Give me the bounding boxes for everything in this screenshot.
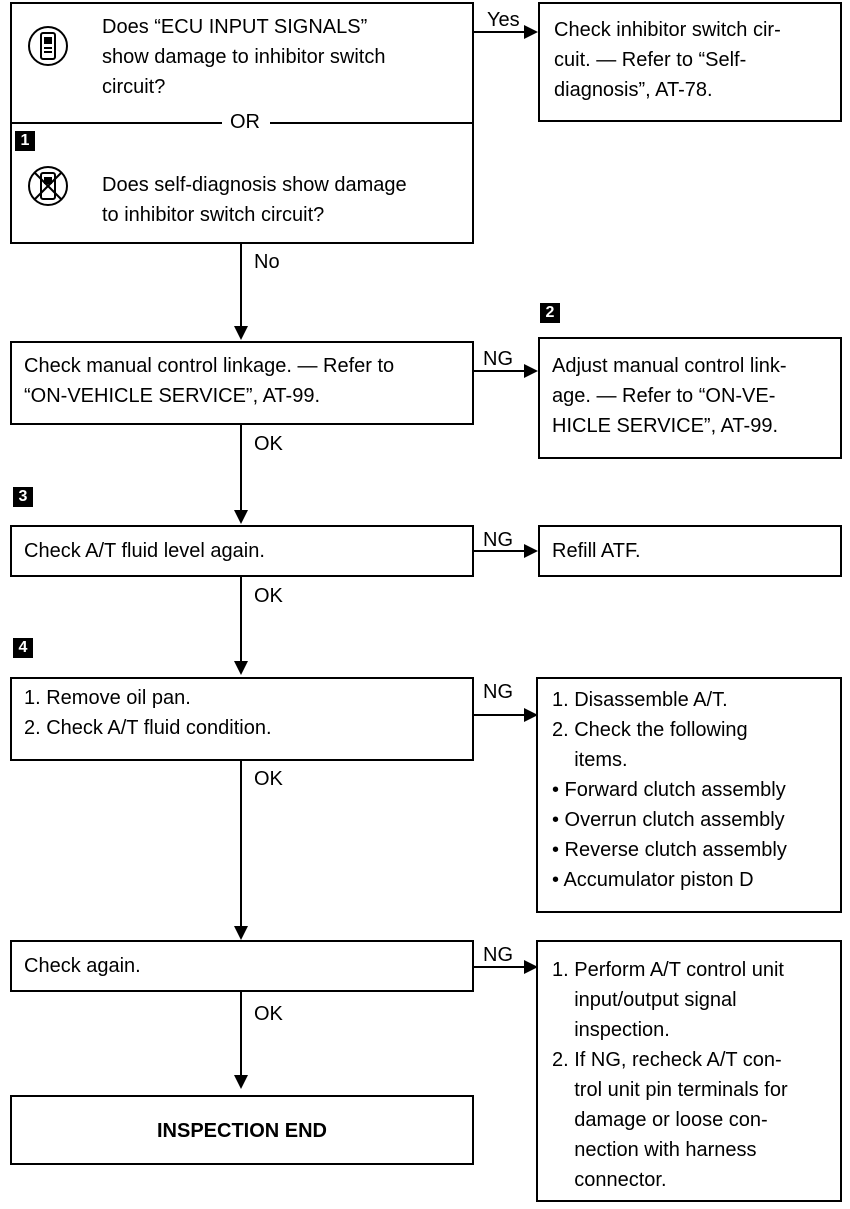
step1-yes-connector — [474, 31, 525, 33]
step3-ng-connector — [474, 550, 525, 552]
step5-ok-connector — [240, 992, 242, 1077]
step4-ok-arrow — [234, 926, 248, 940]
step5-ng-label: NG — [483, 944, 513, 966]
step2-ok-label: OK — [254, 433, 283, 455]
step4-ng-action-box — [536, 677, 842, 913]
scan-tool-icon — [28, 26, 68, 66]
step1-yes-action-box — [538, 2, 842, 122]
step4-ng-label: NG — [483, 681, 513, 703]
step2-ng-arrow — [524, 364, 538, 378]
step-badge-1: 1 — [15, 131, 35, 151]
step2-ok-arrow — [234, 510, 248, 524]
step1-question-a: Does “ECU INPUT SIGNALS” show damage to … — [102, 16, 386, 98]
step1-yes-arrow — [524, 25, 538, 39]
or-divider-right — [270, 122, 474, 124]
step-badge-2: 2 — [540, 303, 560, 323]
step5-ng-arrow — [524, 960, 538, 974]
step1-question-b: Does self-diagnosis show damage to inhib… — [102, 174, 407, 226]
step4-ng-connector — [474, 714, 525, 716]
step1-no-label: No — [254, 251, 280, 273]
no-scan-tool-icon — [28, 166, 68, 206]
step3-ng-label: NG — [483, 529, 513, 551]
step5-ng-action-box — [536, 940, 842, 1202]
step4-check-box — [10, 677, 474, 761]
step1-no-arrow — [234, 326, 248, 340]
step-badge-3: 3 — [13, 487, 33, 507]
step5-ok-arrow — [234, 1075, 248, 1089]
inspection-end-box: INSPECTION END — [10, 1095, 474, 1165]
step2-ng-label: NG — [483, 348, 513, 370]
step4-ng-action: 1. Disassemble A/T. 2. Check the followi… — [552, 689, 787, 891]
step2-check: Check manual control linkage. — Refer to… — [24, 355, 395, 407]
step4-check: 1. Remove oil pan. 2. Check A/T fluid co… — [24, 687, 272, 739]
step4-ok-label: OK — [254, 768, 283, 790]
step1-no-connector — [240, 244, 242, 328]
step2-ok-connector — [240, 425, 242, 512]
step3-ng-action: Refill ATF. — [552, 540, 641, 562]
step1-yes-label: Yes — [487, 9, 520, 31]
step2-ng-connector — [474, 370, 525, 372]
step5-ng-action: 1. Perform A/T control unit input/output… — [552, 959, 788, 1191]
inspection-end-label: INSPECTION END — [156, 1120, 328, 1142]
step3-ok-label: OK — [254, 585, 283, 607]
step2-check-box — [10, 341, 474, 425]
step2-ng-action-box — [538, 337, 842, 459]
step5-check: Check again. — [24, 955, 141, 977]
step3-check: Check A/T fluid level again. — [24, 540, 265, 562]
step5-ng-connector — [474, 966, 525, 968]
step4-ng-arrow — [524, 708, 538, 722]
step3-ok-arrow — [234, 661, 248, 675]
step-badge-4: 4 — [13, 638, 33, 658]
or-label: OR — [230, 111, 260, 133]
step1-yes-action: Check inhibitor switch cir- cuit. — Refe… — [554, 19, 781, 101]
step3-ng-action-box — [538, 525, 842, 577]
step4-ok-connector — [240, 761, 242, 928]
step3-check-box — [10, 525, 474, 577]
step5-check-box — [10, 940, 474, 992]
or-divider-left — [10, 122, 222, 124]
step5-ok-label: OK — [254, 1003, 283, 1025]
step3-ng-arrow — [524, 544, 538, 558]
step2-ng-action: Adjust manual control link- age. — Refer… — [552, 355, 787, 437]
step3-ok-connector — [240, 577, 242, 663]
